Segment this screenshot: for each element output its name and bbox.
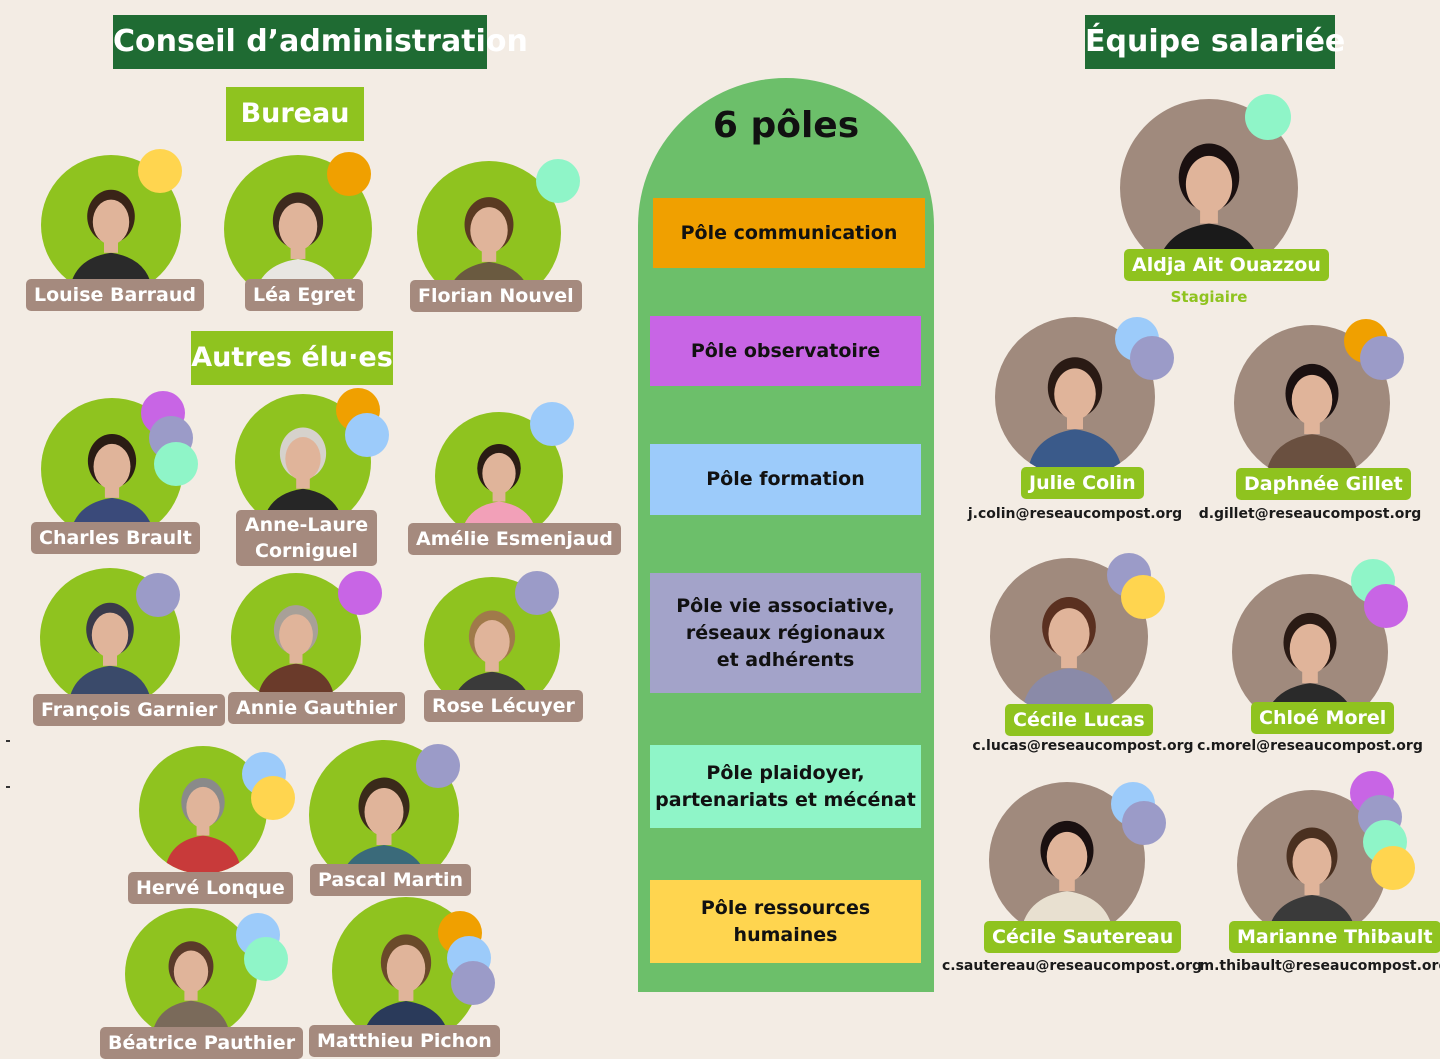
pole-color-dot (451, 961, 495, 1005)
portrait-silhouette (1027, 357, 1123, 477)
person-name-tag: Florian Nouvel (410, 280, 582, 312)
portrait-silhouette (257, 605, 335, 703)
person-name-tag: Rose Lécuyer (424, 690, 583, 722)
pole-color-dot (1122, 801, 1166, 845)
staff-role: Stagiaire (1170, 288, 1248, 306)
person-name-tag: Hervé Lonque (128, 872, 293, 904)
person-name-tag: Aldja Ait Ouazzou (1124, 249, 1329, 281)
staff-email[interactable]: d.gillet@reseaucompost.org (1198, 506, 1422, 522)
person-name-tag: Julie Colin (1021, 467, 1144, 499)
pole-color-dot (154, 442, 198, 486)
pole-color-dot (251, 776, 295, 820)
pole-color-dot (530, 402, 574, 446)
portrait-silhouette (69, 190, 153, 295)
pole-observatoire: Pôle observatoire (650, 316, 921, 386)
pole-color-dot (327, 152, 371, 196)
person-name-tag: Anne-Laure Corniguel (236, 510, 377, 566)
person-name-tag: Annie Gauthier (228, 692, 406, 724)
portrait-silhouette (1265, 364, 1359, 481)
pole-color-dot (1371, 846, 1415, 890)
staff-email[interactable]: c.morel@reseaucompost.org (1197, 738, 1423, 754)
pole-color-dot (1130, 336, 1174, 380)
edge-mark (6, 786, 10, 788)
person-name-tag: Léa Egret (245, 279, 364, 311)
staff-title: Équipe salariée (1085, 15, 1345, 69)
pole-color-dot (416, 744, 460, 788)
pole-color-dot (136, 573, 180, 617)
pole-color-dot (138, 149, 182, 193)
staff-email[interactable]: c.lucas@reseaucompost.org (972, 738, 1194, 754)
staff-email[interactable]: j.colin@reseaucompost.org (967, 506, 1183, 522)
others-title: Autres élu·es (191, 331, 393, 385)
avatar (231, 573, 361, 703)
staff-email[interactable]: c.sautereau@reseaucompost.org (941, 958, 1203, 974)
person-name-tag: Matthieu Pichon (309, 1025, 500, 1057)
person-name-tag: Daphnée Gillet (1236, 468, 1411, 500)
pole-color-dot (244, 937, 288, 981)
pole-color-dot (515, 571, 559, 615)
pole-communication: Pôle communication (653, 198, 925, 268)
poles-title: 6 pôles (712, 105, 860, 146)
person-name-tag: Béatrice Pauthier (100, 1027, 304, 1059)
pole-ressources-humaines: Pôle ressources humaines (650, 880, 921, 963)
pole-formation: Pôle formation (650, 444, 921, 515)
person-name-tag: Charles Brault (31, 522, 200, 554)
staff-email[interactable]: m.thibault@reseaucompost.org (1199, 958, 1440, 974)
pole-color-dot (1360, 336, 1404, 380)
portrait-silhouette (1020, 821, 1114, 938)
pole-color-dot (1245, 94, 1291, 140)
pole-plaidoyer: Pôle plaidoyer, partenariats et mécénat (650, 745, 921, 828)
edge-mark (6, 740, 10, 742)
portrait-silhouette (151, 941, 231, 1040)
pole-color-dot (345, 413, 389, 457)
portrait-silhouette (164, 778, 242, 874)
portrait-silhouette (1021, 597, 1117, 716)
avatar (435, 412, 563, 540)
person-name-tag: Cécile Sautereau (984, 921, 1182, 953)
pole-color-dot (1121, 575, 1165, 619)
bureau-title: Bureau (226, 87, 364, 141)
person-name-tag: Louise Barraud (26, 279, 205, 311)
portrait-silhouette (460, 444, 538, 540)
person-name-tag: Chloé Morel (1251, 702, 1395, 734)
pole-vie-associative: Pôle vie associative, réseaux régionaux … (650, 573, 921, 693)
pole-color-dot (536, 159, 580, 203)
person-name-tag: Marianne Thibault (1229, 921, 1440, 953)
pole-color-dot (338, 571, 382, 615)
person-name-tag: Pascal Martin (310, 864, 471, 896)
person-name-tag: François Garnier (33, 694, 226, 726)
pole-color-dot (1364, 584, 1408, 628)
person-name-tag: Amélie Esmenjaud (408, 523, 621, 555)
avatar (125, 908, 257, 1040)
board-title: Conseil d’administration (113, 15, 528, 69)
person-name-tag: Cécile Lucas (1005, 704, 1153, 736)
